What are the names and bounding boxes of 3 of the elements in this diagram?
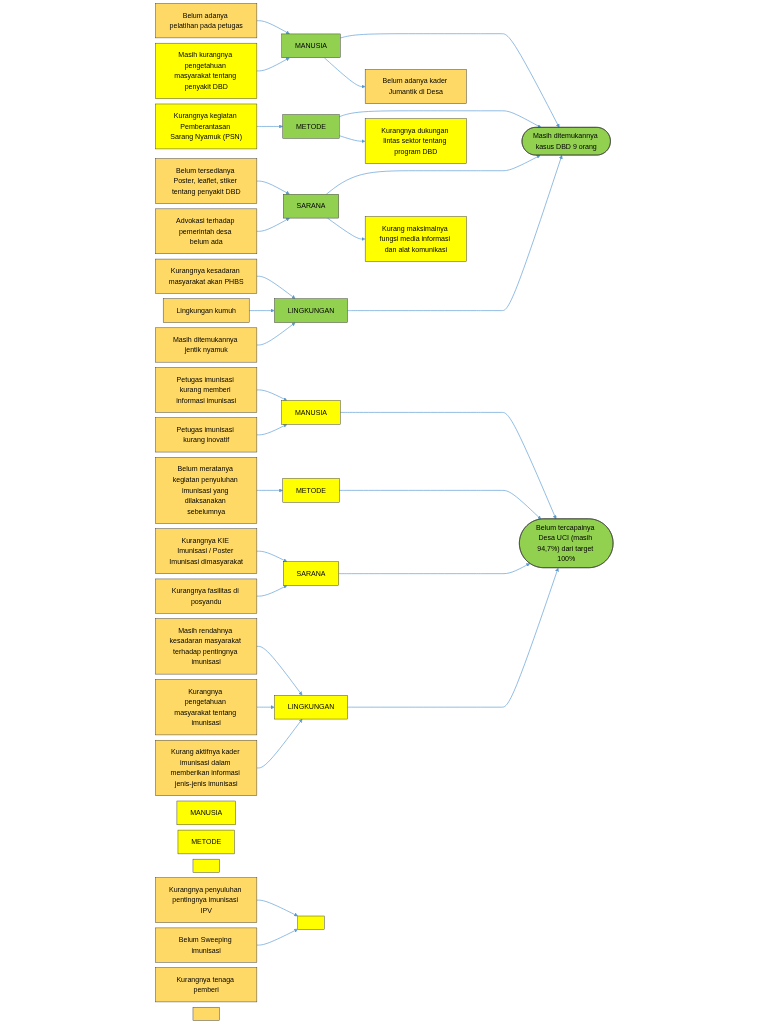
node-box [297, 915, 325, 930]
node-box [192, 858, 220, 873]
node-box [192, 1007, 220, 1021]
